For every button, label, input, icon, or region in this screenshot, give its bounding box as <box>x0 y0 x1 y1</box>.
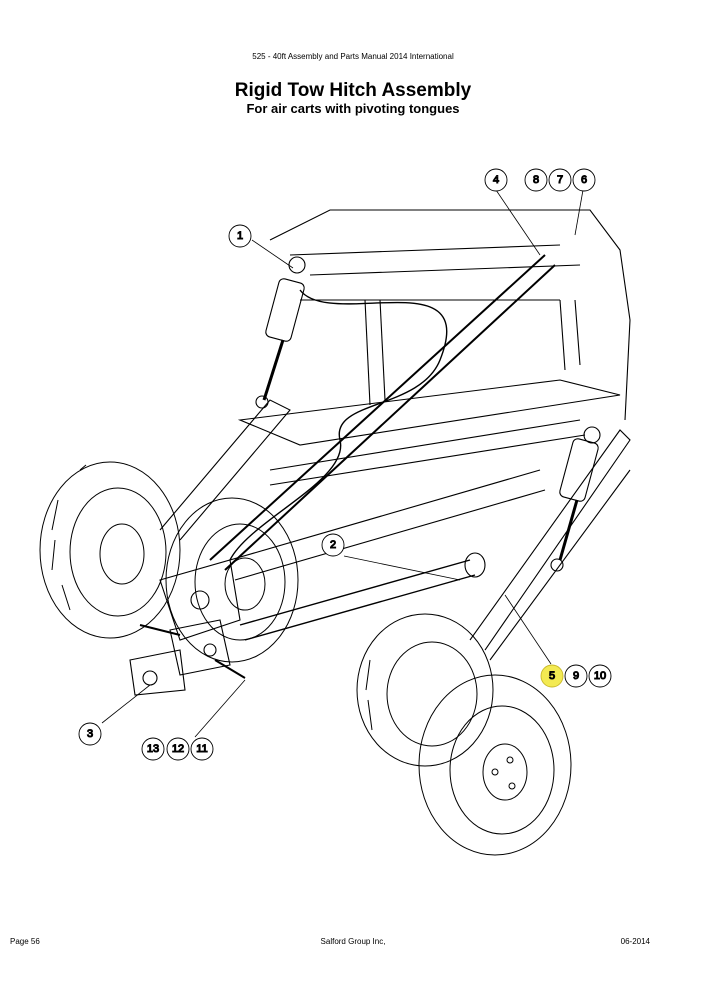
leader-lines <box>101 189 584 738</box>
svg-text:5: 5 <box>549 670 555 682</box>
page-title: Rigid Tow Hitch Assembly <box>234 80 472 101</box>
callout-13: 13 <box>141 737 165 761</box>
svg-text:2: 2 <box>330 539 336 551</box>
callout-6: 6 <box>572 168 596 192</box>
wheel-rear-right <box>418 674 572 856</box>
tongue-frame <box>159 379 631 661</box>
callout-1: 1 <box>228 224 252 248</box>
svg-text:7: 7 <box>557 174 563 186</box>
callout-4: 4 <box>484 168 508 192</box>
svg-text:11: 11 <box>196 743 207 755</box>
hydraulic-hose <box>229 289 448 561</box>
svg-text:9: 9 <box>573 670 579 682</box>
page-subtitle: For air carts with pivoting tongues <box>246 101 460 116</box>
callout-10: 10 <box>588 664 612 688</box>
hydraulic-cylinder-right <box>550 426 601 572</box>
company-name: Salford Group Inc, <box>320 937 386 946</box>
svg-text:4: 4 <box>493 174 499 186</box>
svg-text:8: 8 <box>533 174 539 186</box>
callout-11: 11 <box>190 737 214 761</box>
wheel-rear-left <box>356 613 494 767</box>
callout-12: 12 <box>166 737 190 761</box>
callout-5-highlighted: 5 <box>540 664 564 688</box>
revision-date: 06-2014 <box>620 937 650 946</box>
callout-3: 3 <box>78 722 102 746</box>
callout-7: 7 <box>548 168 572 192</box>
svg-text:10: 10 <box>594 670 606 682</box>
svg-text:13: 13 <box>147 743 159 755</box>
hydraulic-cylinder-left <box>255 256 306 409</box>
wheel-front-left <box>39 461 181 639</box>
svg-text:12: 12 <box>172 743 184 755</box>
callout-8: 8 <box>524 168 548 192</box>
hitch-mount <box>129 559 246 696</box>
rear-frame <box>269 209 631 421</box>
wheel-front-right <box>165 497 299 663</box>
tow-bar <box>239 552 486 641</box>
manual-header: 525 - 40ft Assembly and Parts Manual 201… <box>252 52 454 61</box>
svg-text:3: 3 <box>87 728 93 740</box>
callout-2: 2 <box>321 533 345 557</box>
callout-9: 9 <box>564 664 588 688</box>
page-number: Page 56 <box>10 937 40 946</box>
svg-text:6: 6 <box>581 174 587 186</box>
svg-text:1: 1 <box>237 230 243 242</box>
